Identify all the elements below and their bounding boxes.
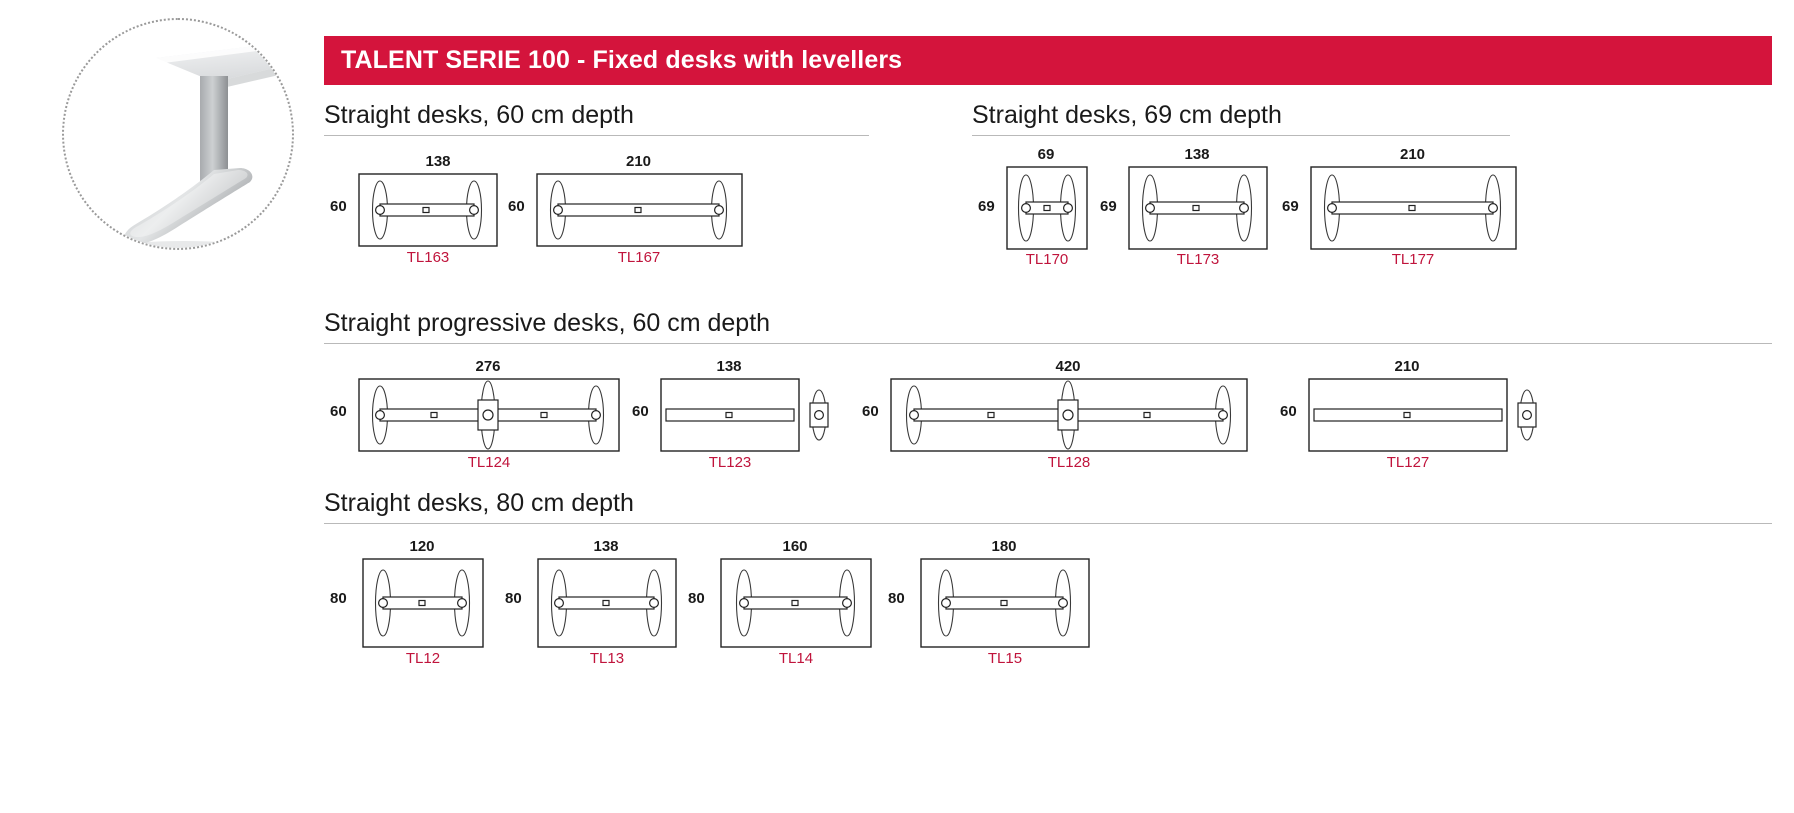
depth-dimension: 60 — [330, 403, 347, 420]
section-divider — [972, 135, 1510, 137]
desk-top-view-icon — [1310, 166, 1517, 250]
width-dimension: 160 — [782, 538, 808, 555]
depth-dimension: 80 — [505, 590, 522, 607]
product-photo-circle — [62, 18, 294, 250]
desk-top-view-icon — [1308, 378, 1537, 452]
section-title: Straight desks, 80 cm depth — [324, 489, 634, 517]
width-dimension: 138 — [593, 538, 619, 555]
section-heading-straight-60: Straight desks, 60 cm depth — [324, 101, 869, 137]
desk-top-view-icon — [358, 378, 620, 452]
desk-top-view-icon — [536, 173, 743, 247]
desk-top-view-icon — [537, 558, 677, 648]
section-heading-straight-69: Straight desks, 69 cm depth — [972, 101, 1510, 137]
section-heading-straight-80: Straight desks, 80 cm depth — [324, 489, 1772, 525]
depth-dimension: 60 — [632, 403, 649, 420]
page-title-banner: TALENT SERIE 100 - Fixed desks with leve… — [324, 36, 1772, 85]
width-dimension: 276 — [475, 358, 501, 375]
product-code: TL15 — [987, 650, 1023, 667]
width-dimension: 138 — [716, 358, 742, 375]
desk-top-view-icon — [358, 173, 498, 247]
depth-dimension: 80 — [888, 590, 905, 607]
product-code: TL127 — [1386, 454, 1430, 471]
section-divider — [324, 343, 1772, 345]
width-dimension: 138 — [425, 153, 451, 170]
depth-dimension: 60 — [508, 198, 525, 215]
product-code: TL12 — [405, 650, 441, 667]
width-dimension: 210 — [1394, 358, 1420, 375]
width-dimension: 69 — [1037, 146, 1055, 163]
product-code: TL173 — [1176, 251, 1220, 268]
section-divider — [324, 135, 869, 137]
width-dimension: 120 — [409, 538, 435, 555]
product-code: TL123 — [708, 454, 752, 471]
desk-top-view-icon — [890, 378, 1248, 452]
depth-dimension: 69 — [1282, 198, 1299, 215]
page-title: TALENT SERIE 100 - Fixed desks with leve… — [341, 46, 903, 74]
desk-top-view-icon — [362, 558, 484, 648]
desk-top-view-icon — [720, 558, 872, 648]
depth-dimension: 69 — [1100, 198, 1117, 215]
section-heading-progressive-60: Straight progressive desks, 60 cm depth — [324, 309, 1772, 345]
depth-dimension: 60 — [330, 198, 347, 215]
desk-top-view-icon — [1128, 166, 1268, 250]
section-title: Straight desks, 60 cm depth — [324, 101, 634, 129]
t-leg-desk-base-icon — [124, 42, 292, 248]
product-code: TL13 — [589, 650, 625, 667]
depth-dimension: 60 — [1280, 403, 1297, 420]
product-code: TL124 — [467, 454, 511, 471]
depth-dimension: 60 — [862, 403, 879, 420]
product-code: TL163 — [406, 249, 450, 266]
product-code: TL14 — [778, 650, 814, 667]
section-divider — [324, 523, 1772, 525]
width-dimension: 138 — [1184, 146, 1210, 163]
depth-dimension: 80 — [688, 590, 705, 607]
product-code: TL170 — [1025, 251, 1069, 268]
width-dimension: 420 — [1055, 358, 1081, 375]
desk-top-view-icon — [920, 558, 1090, 648]
product-code: TL177 — [1391, 251, 1435, 268]
width-dimension: 180 — [991, 538, 1017, 555]
section-title: Straight progressive desks, 60 cm depth — [324, 309, 771, 337]
depth-dimension: 80 — [330, 590, 347, 607]
product-code: TL128 — [1047, 454, 1091, 471]
section-title: Straight desks, 69 cm depth — [972, 101, 1282, 129]
product-code: TL167 — [617, 249, 661, 266]
product-photo-panel — [62, 18, 302, 253]
width-dimension: 210 — [625, 153, 652, 170]
desk-top-view-icon — [660, 378, 829, 452]
width-dimension: 210 — [1399, 146, 1426, 163]
desk-top-view-icon — [1006, 166, 1088, 250]
depth-dimension: 69 — [978, 198, 995, 215]
